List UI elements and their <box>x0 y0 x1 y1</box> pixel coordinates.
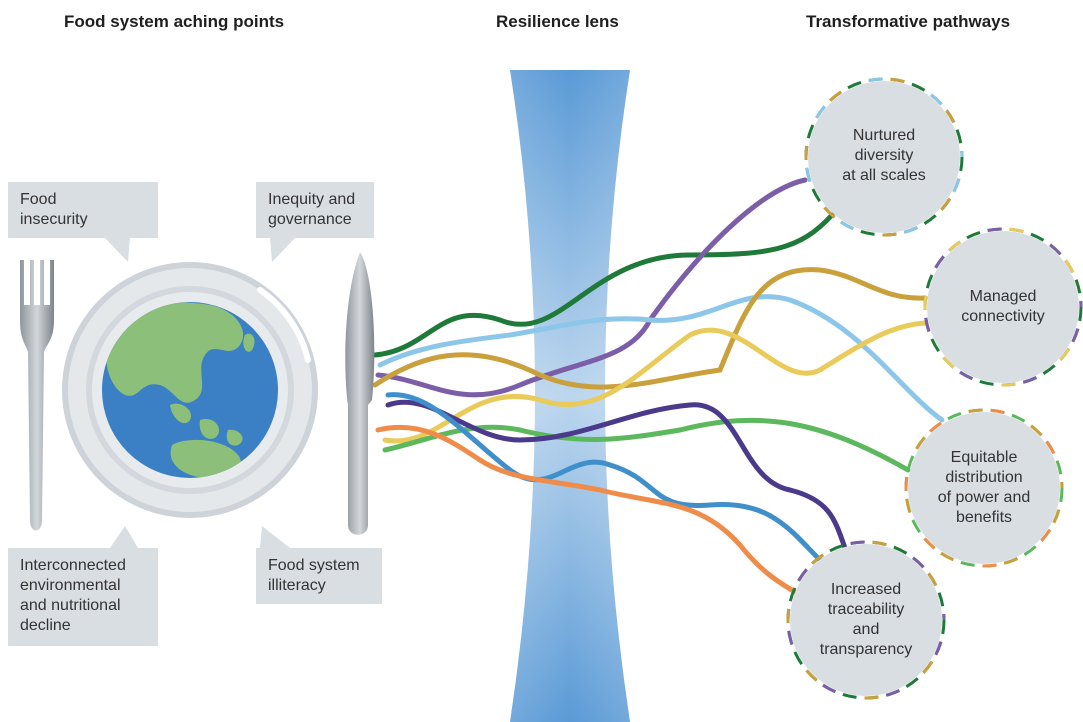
pathway-line: of power and <box>937 489 1031 506</box>
strand-orange <box>375 424 798 595</box>
callout-line: and nutritional <box>20 597 121 614</box>
callout-line: environmental <box>20 577 121 594</box>
pathway-increased-traceability: Increased traceability and transparency <box>790 580 942 660</box>
heading-aching-points: Food system aching points <box>64 12 285 31</box>
callout-pointer-decline <box>110 526 138 548</box>
fork-icon <box>20 260 54 531</box>
callout-line: Interconnected <box>20 557 126 574</box>
pathway-equitable-distribution: Equitable distribution of power and bene… <box>908 448 1060 528</box>
strand-dark-green <box>372 212 835 358</box>
callout-inequity-governance: Inequity and governance <box>256 182 374 238</box>
pathway-strands <box>372 177 945 595</box>
callout-interconnected-decline: Interconnected environmental and nutriti… <box>8 548 158 646</box>
callout-line: Food <box>20 191 57 208</box>
callout-pointer-food-insecurity <box>105 238 130 262</box>
callout-line: decline <box>20 617 71 634</box>
strand-purple <box>375 177 808 398</box>
pathway-line: connectivity <box>961 308 1045 325</box>
knife-icon <box>345 252 375 535</box>
strand-gold <box>372 267 928 390</box>
pathway-line: Managed <box>969 288 1037 305</box>
strand-blue <box>385 392 823 563</box>
pathway-line: distribution <box>945 469 1023 486</box>
pathway-line: diversity <box>854 147 914 164</box>
pathway-line: Equitable <box>950 449 1018 466</box>
callout-line: governance <box>268 211 352 228</box>
pathway-managed-connectivity: Managed connectivity <box>927 287 1079 327</box>
strand-yellow <box>382 320 928 444</box>
pathway-line: Nurtured <box>852 127 916 144</box>
pathway-line: Increased <box>830 581 902 598</box>
globe-icon <box>102 302 278 478</box>
lens-sheen <box>510 70 630 722</box>
callout-line: illiteracy <box>268 577 326 594</box>
pathway-line: transparency <box>819 641 913 658</box>
strand-indigo <box>385 399 848 551</box>
callout-food-insecurity: Food insecurity <box>8 182 158 238</box>
callout-food-system-illiteracy: Food system illiteracy <box>256 548 382 604</box>
callout-line: Inequity and <box>268 191 356 208</box>
heading-resilience-lens: Resilience lens <box>496 12 619 31</box>
pathway-line: benefits <box>955 509 1013 526</box>
callout-line: insecurity <box>20 211 88 228</box>
pathway-line: and <box>852 621 880 638</box>
pathway-line: at all scales <box>842 167 926 184</box>
callout-pointer-illiteracy <box>260 526 290 548</box>
heading-transformative-pathways: Transformative pathways <box>806 12 1011 31</box>
callout-pointer-inequity <box>270 238 295 262</box>
pathway-circles <box>786 77 1083 700</box>
pathway-nurtured-diversity: Nurtured diversity at all scales <box>808 126 960 186</box>
callout-line: Food system <box>268 557 360 574</box>
pathway-line: traceability <box>827 601 905 618</box>
